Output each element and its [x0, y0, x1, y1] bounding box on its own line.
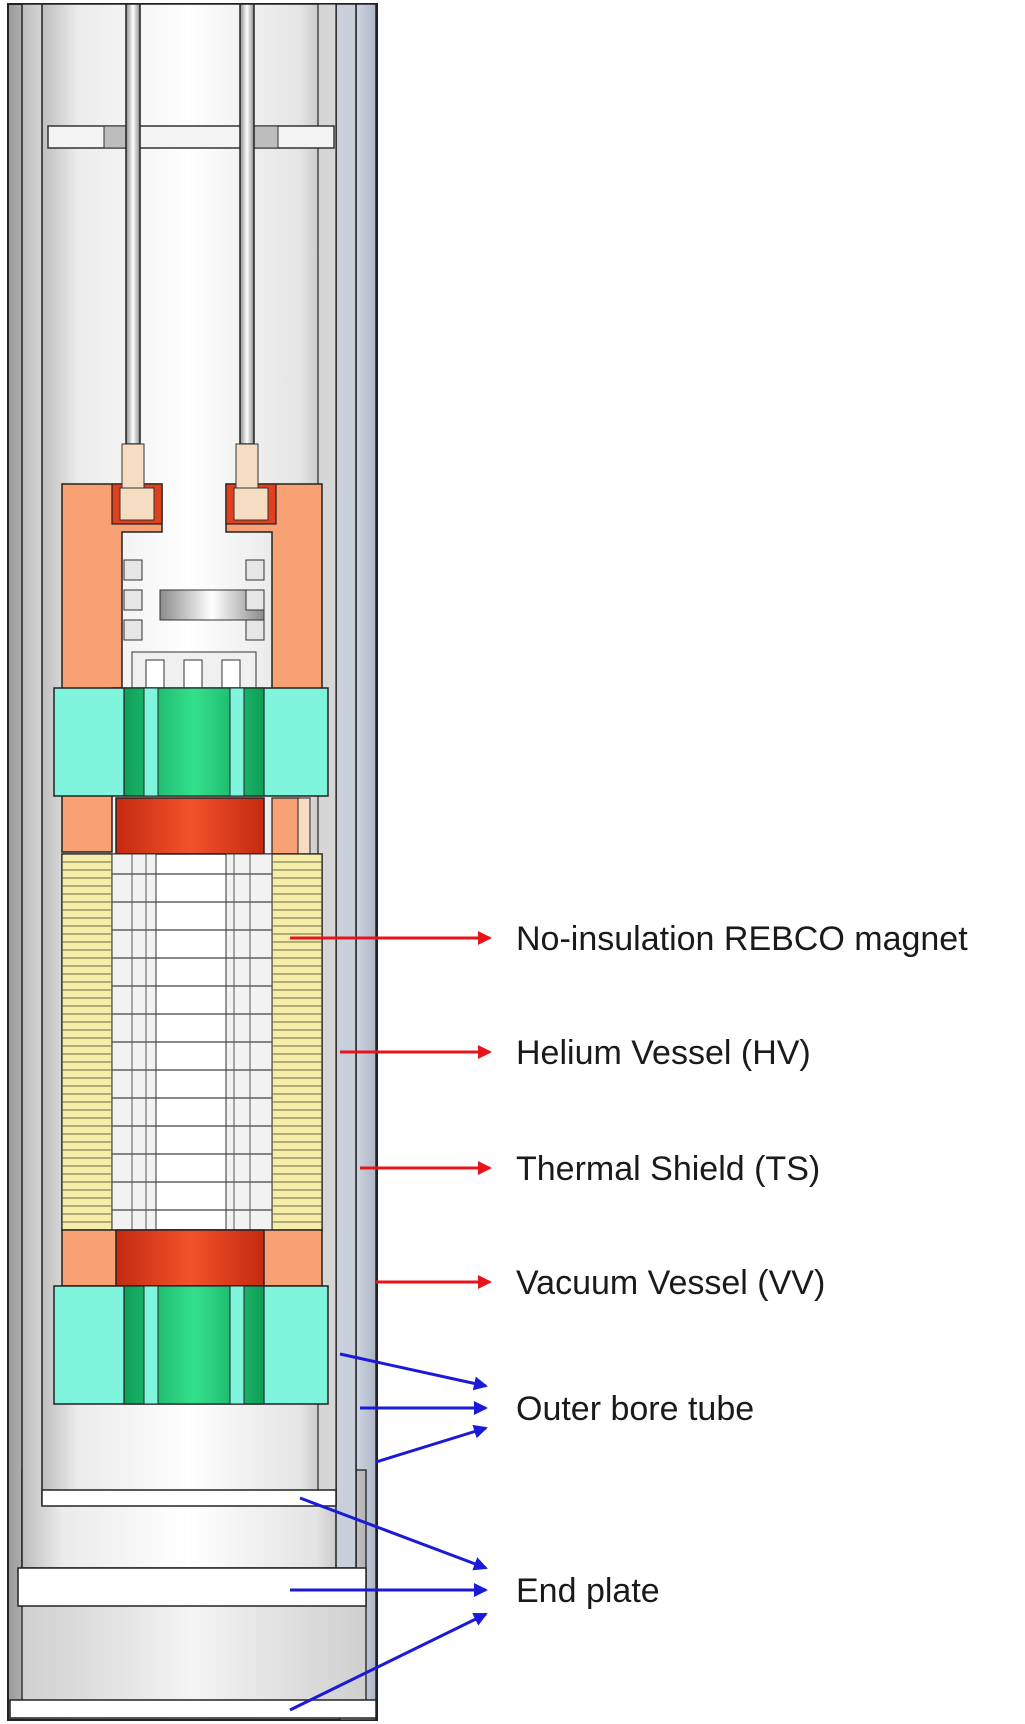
end-plate-arrow-3 [289, 1612, 488, 1712]
copper-lower-flange [61, 1229, 323, 1287]
labels: No-insulation REBCO magnet Helium Vessel… [516, 920, 968, 1610]
lower-support-ring [53, 1285, 329, 1405]
bore-tube-arrow-1 [339, 1352, 488, 1391]
bore-tube-arrow-3 [375, 1424, 488, 1464]
support-cross-bar [47, 125, 335, 149]
red-leader-arrows [290, 931, 492, 1289]
inner-hardware [123, 559, 265, 689]
rebco-magnet-stack [61, 853, 323, 1231]
winding-lines [62, 854, 322, 1230]
blue-leader-arrows [289, 1352, 488, 1712]
label-vacuum-vessel: Vacuum Vessel (VV) [516, 1264, 825, 1302]
end-plate-arrow-1 [299, 1496, 488, 1571]
end-plates [9, 1489, 377, 1719]
label-helium-vessel: Helium Vessel (HV) [516, 1034, 811, 1072]
label-end-plate: End plate [516, 1572, 660, 1610]
label-thermal-shield: Thermal Shield (TS) [516, 1150, 820, 1188]
label-outer-bore-tube: Outer bore tube [516, 1390, 754, 1428]
current-lead-rods [125, 3, 255, 445]
upper-coil-ring [115, 797, 311, 855]
upper-support-ring [53, 687, 329, 797]
label-magnet: No-insulation REBCO magnet [516, 920, 968, 958]
